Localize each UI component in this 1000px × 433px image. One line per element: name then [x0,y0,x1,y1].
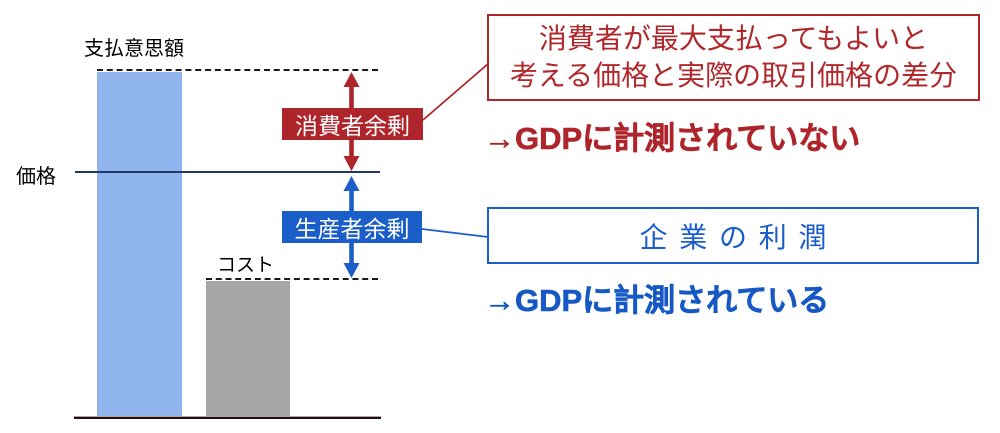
willingness-to-pay-dashed-line [97,69,378,71]
consumer-surplus-note-box: 消費者が最大支払ってもよいと 考える価格と実際の取引価格の差分 [487,14,980,101]
cost-dashed-line [206,278,378,280]
consumer-surplus-gdp-note: →GDPに計測されていない [484,121,861,157]
producer-note-connector [421,228,489,238]
willingness-to-pay-bar [97,72,182,419]
producer-surplus-gdp-note: →GDPに計測されている [484,283,830,319]
consumer-surplus-badge: 消費者余剰 [282,108,423,140]
price-line [75,171,380,173]
consumer-surplus-note-line2: 考える価格と実際の取引価格の差分 [509,59,958,91]
producer-surplus-badge-label: 生産者余剰 [294,216,410,242]
cost-bar [206,281,290,419]
consumer-surplus-note-line1: 消費者が最大支払ってもよいと [538,22,929,54]
producer-surplus-badge: 生産者余剰 [282,211,422,243]
willingness-to-pay-label: 支払意思額 [84,38,184,60]
producer-surplus-note-box: 企業の利潤 [487,207,979,264]
consumer-surplus-badge-label: 消費者余剰 [295,113,410,139]
producer-surplus-note-text: 企業の利潤 [639,221,839,253]
cost-label: コスト [217,255,275,276]
baseline [74,416,381,419]
price-label: 価格 [16,166,56,188]
consumer-note-connector [422,62,490,121]
